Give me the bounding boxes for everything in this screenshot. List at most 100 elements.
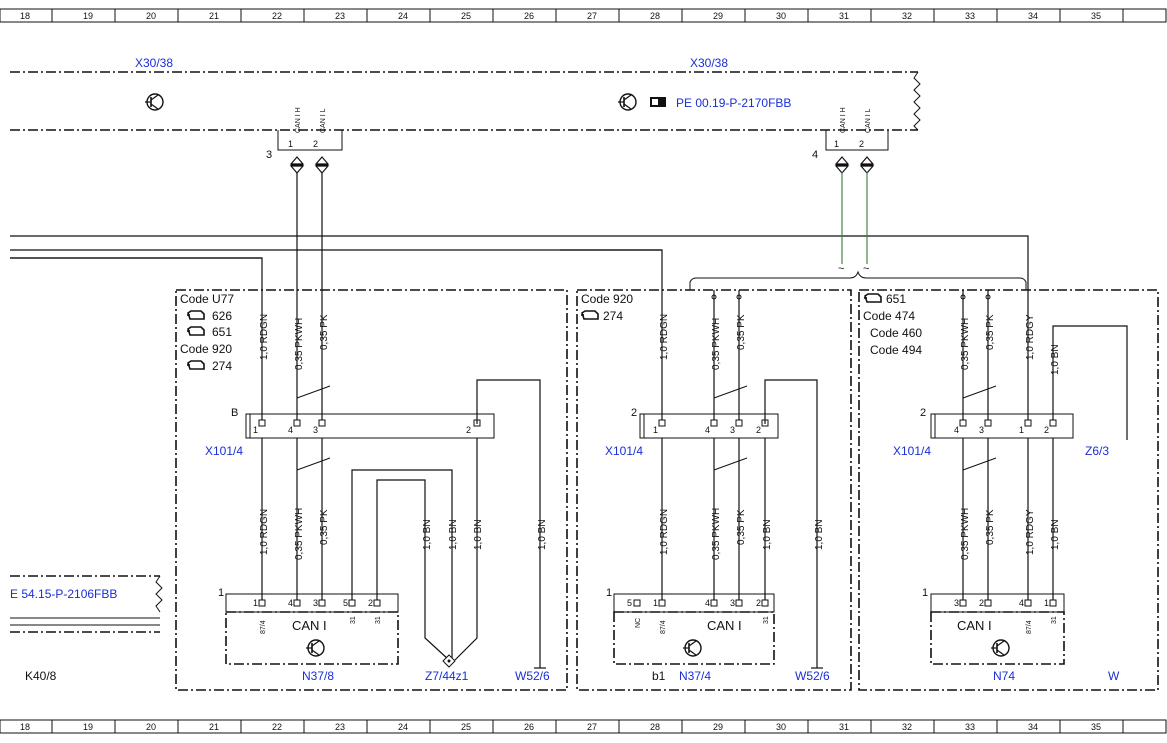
grid-column-label: 34: [1028, 11, 1038, 21]
block3-w-label: W: [1108, 669, 1120, 683]
grid-column-label: 26: [524, 722, 534, 732]
wire-label: 1,0 RDGY: [1025, 509, 1036, 555]
grid-column-label: 21: [209, 11, 219, 21]
grid-column-label: 24: [398, 722, 408, 732]
pin-number: 1: [1019, 425, 1024, 435]
subpin-label: 31: [763, 616, 770, 624]
block3-code-474: Code 474: [863, 309, 915, 323]
pin-number: 3: [730, 598, 735, 608]
ruler-border: [0, 8, 1167, 23]
grid-column-label: 31: [839, 11, 849, 21]
tilde-mark: ~: [838, 263, 844, 275]
grid-column-label: 18: [20, 11, 30, 21]
block2-module-number: 1: [606, 587, 612, 599]
can-pin-group-right: CAN I H CAN I L 1 2 4: [812, 107, 889, 161]
grid-column-label: 25: [461, 11, 471, 21]
grid-column-label: 27: [587, 11, 597, 21]
grid-column-label: 35: [1091, 11, 1101, 21]
pin-number: 2: [368, 598, 373, 608]
block3-module-label: N74: [993, 669, 1015, 683]
block3-module-number: 1: [922, 587, 928, 599]
wire-label: 1,0 RDGN: [659, 314, 670, 360]
subpin-label: 31: [375, 616, 382, 624]
svg-text:1: 1: [288, 139, 293, 149]
module-can-label: CAN I: [957, 618, 992, 633]
transistor-icon: [305, 639, 325, 657]
wire-label: 0,35 PK: [736, 314, 747, 350]
subpin-label: 87/4: [1026, 620, 1033, 634]
pin-number: 4: [705, 598, 710, 608]
pin-number: 3: [730, 425, 735, 435]
subpin-label: 31: [350, 616, 357, 624]
block1-code-651: 651: [212, 325, 232, 339]
wire-label: 0,35 PK: [985, 314, 996, 350]
can-pin-h-label-left: CAN I H: [295, 107, 302, 133]
ref-link-e54[interactable]: E 54.15-P-2106FBB: [10, 587, 117, 601]
wire-label: 0,35 PK: [319, 509, 330, 545]
pin-number: 3: [313, 598, 318, 608]
svg-text:2: 2: [859, 139, 864, 149]
block3-connector-mark: 2: [920, 407, 926, 419]
block3-connector-label: X101/4: [893, 444, 931, 458]
wire-label: 0,35 PKWH: [294, 508, 305, 560]
plug-symbol: [835, 156, 849, 174]
grid-column-label: 28: [650, 11, 660, 21]
wire-label: 1,0 RDGN: [259, 509, 270, 555]
grid-column-label: 24: [398, 11, 408, 21]
block2-connector-mark: 2: [631, 407, 637, 419]
wire-label: 1,0 BN: [814, 519, 825, 550]
left-ref-box: [10, 575, 163, 633]
module-can-label: CAN I: [707, 618, 742, 633]
grid-column-label: 28: [650, 722, 660, 732]
grid-column-label: 19: [83, 11, 93, 21]
pin-number: 4: [288, 598, 293, 608]
svg-text:1: 1: [834, 139, 839, 149]
block-n74: 651 Code 474 Code 460 Code 494 0,35 PKWH…: [858, 289, 1159, 691]
engine-code-icon: [186, 360, 205, 370]
wire-label: 1,0 BN: [1050, 519, 1061, 550]
wire-label: 1,0 RDGN: [659, 509, 670, 555]
block1-module-label: N37/8: [302, 669, 334, 683]
ref-link-pe[interactable]: PE 00.19-P-2170FBB: [676, 96, 791, 110]
grid-column-label: 35: [1091, 722, 1101, 732]
pin-number: 2: [756, 425, 761, 435]
wire-label: 1,0 RDGN: [259, 314, 270, 360]
ruler-border: [0, 719, 1167, 734]
pin-number: 1: [253, 425, 258, 435]
pin-number: 1: [1044, 598, 1049, 608]
grid-column-label: 33: [965, 722, 975, 732]
block3-code-651: 651: [886, 292, 906, 306]
pin-number: 3: [954, 598, 959, 608]
plug-symbol: [860, 156, 874, 174]
block1-ground-label: Z7/44z1: [425, 669, 469, 683]
plug-symbol: [315, 156, 329, 174]
pin-number: 5: [627, 598, 632, 608]
block-n37-4: Code 920 274 1,0 RDGN 0,35 PKWH 0,35 PK …: [576, 289, 852, 691]
wire-label: 1,0 BN: [422, 519, 433, 550]
block2-code-274: 274: [603, 309, 623, 323]
x30-connector-box: [10, 71, 921, 131]
pin-number: 1: [653, 425, 658, 435]
wire-label: 0,35 PKWH: [294, 318, 305, 370]
wire-label: 0,35 PKWH: [960, 318, 971, 370]
block1-connector-mark: B: [231, 407, 238, 419]
wire-label: 0,35 PK: [736, 509, 747, 545]
can-pin-l-label-right: CAN I L: [865, 108, 872, 133]
svg-text:2: 2: [313, 139, 318, 149]
pin-number: 5: [343, 598, 348, 608]
grid-column-label: 26: [524, 11, 534, 21]
grid-column-label: 23: [335, 722, 345, 732]
engine-code-icon: [863, 293, 882, 303]
wire-label: 1,0 BN: [762, 519, 773, 550]
block-n37-8: Code U77 626 651 Code 920 274 1,0 RDGN 0…: [175, 289, 568, 691]
block1-w-label: W52/6: [515, 669, 550, 683]
block2-w-label: W52/6: [795, 669, 830, 683]
transistor-icon: [144, 93, 164, 111]
grid-column-label: 22: [272, 722, 282, 732]
grid-column-label: 25: [461, 722, 471, 732]
connector-number-right: 4: [812, 149, 818, 161]
grid-column-label: 29: [713, 11, 723, 21]
subpin-label: 87/4: [260, 620, 267, 634]
module-can-label: CAN I: [292, 618, 327, 633]
